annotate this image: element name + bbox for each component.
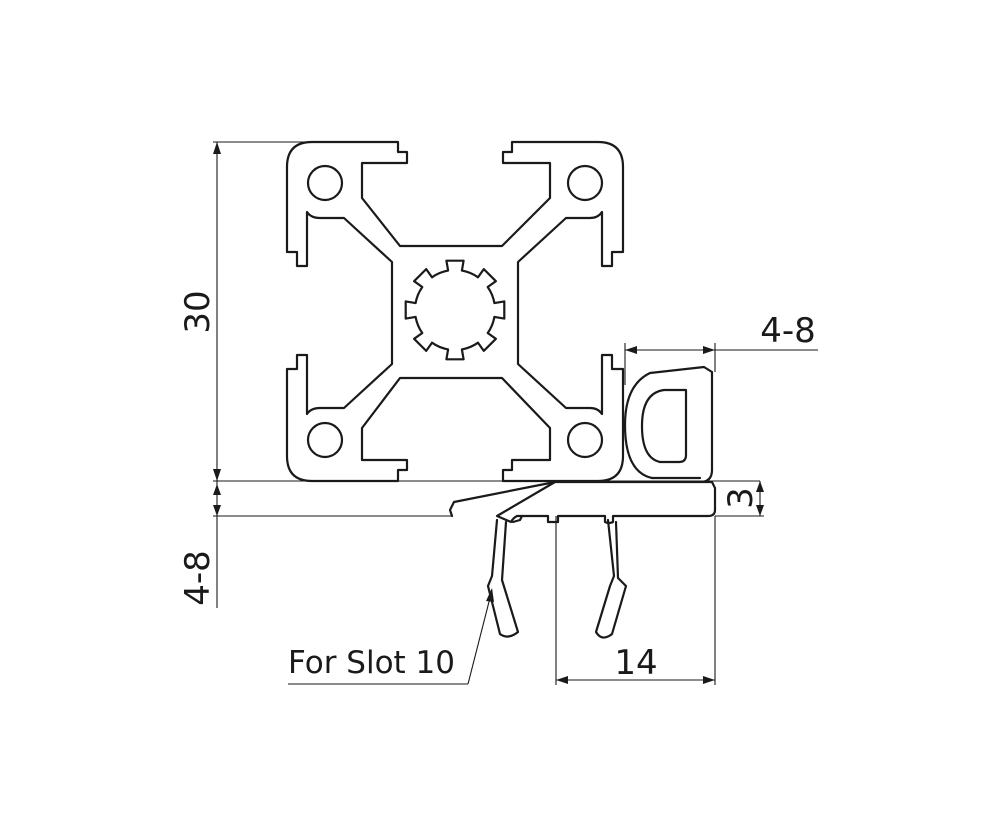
profile-outline bbox=[285, 140, 625, 483]
corner-hole-top-right bbox=[566, 164, 604, 202]
dimension-14-label: 14 bbox=[614, 643, 657, 683]
insert-right-leg bbox=[594, 518, 628, 639]
dimension-seal-width-label: 4-8 bbox=[760, 311, 816, 351]
corner-hole-bottom-right bbox=[566, 421, 604, 459]
aluminium-profile bbox=[285, 140, 625, 483]
corner-hole-bottom-left bbox=[306, 421, 344, 459]
seal-bulb-hole bbox=[640, 388, 688, 464]
insert-left-leg bbox=[486, 518, 520, 638]
slot-note-label: For Slot 10 bbox=[288, 645, 455, 681]
corner-hole-top-left bbox=[306, 164, 344, 202]
seal-profile bbox=[448, 365, 717, 639]
dimension-lines bbox=[213, 141, 818, 685]
dimension-30-label: 30 bbox=[178, 290, 218, 333]
insert-inner-legs bbox=[511, 514, 524, 524]
dimension-3-label: 3 bbox=[721, 487, 761, 509]
dimension-insert-depth-label: 4-8 bbox=[178, 550, 218, 606]
center-bore bbox=[404, 259, 506, 361]
